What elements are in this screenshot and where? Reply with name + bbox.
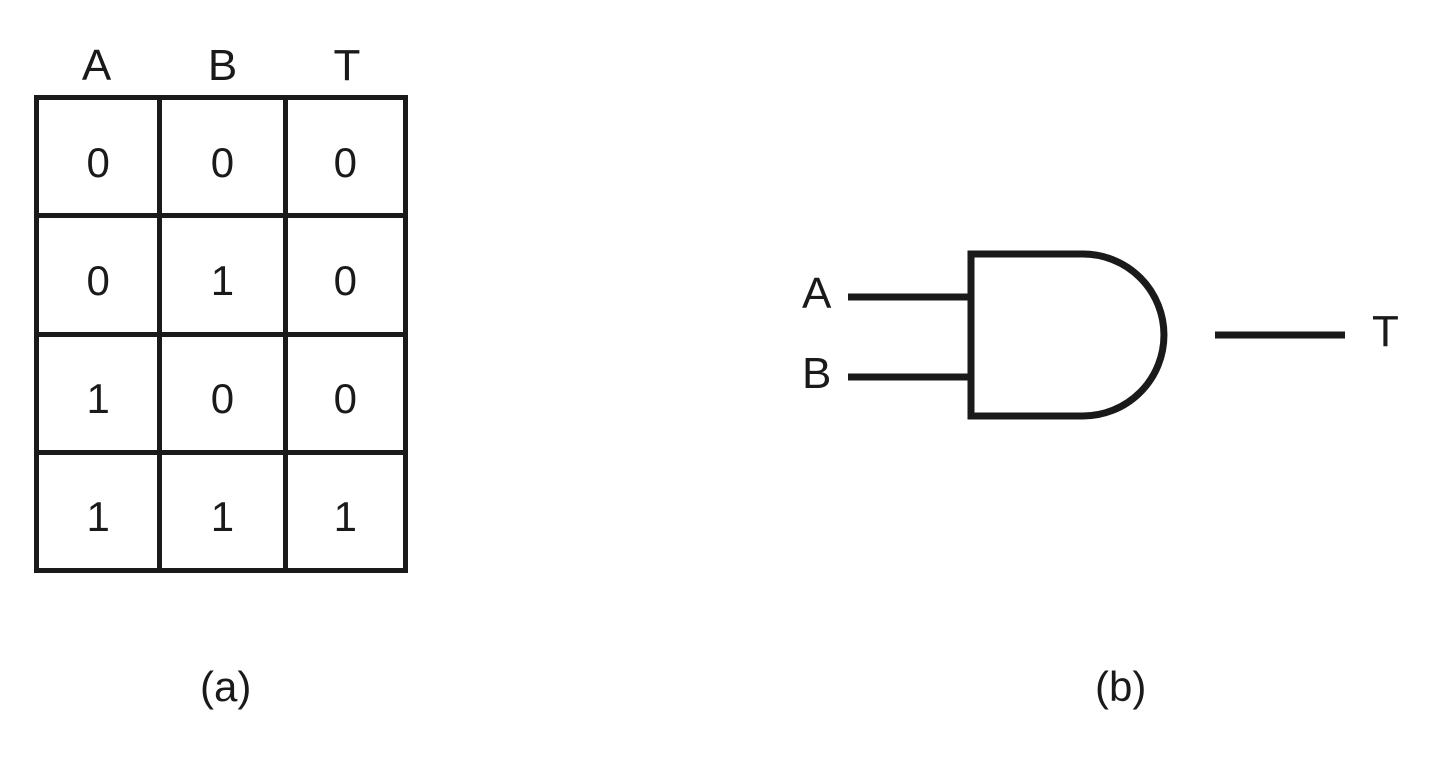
gate-input-label-a: A (802, 269, 832, 318)
cell-a: 1 (39, 336, 163, 450)
truth-table: 0 0 0 0 1 0 1 0 0 1 1 1 (34, 95, 408, 573)
and-gate-icon (848, 250, 1345, 420)
table-row: 1 0 0 (39, 336, 403, 455)
gate-input-label-b: B (802, 349, 832, 398)
table-row: 1 1 1 (39, 454, 403, 568)
gate-output-label-t: T (1372, 307, 1399, 356)
cell-a: 0 (39, 100, 163, 214)
table-row: 0 0 0 (39, 100, 403, 219)
cell-b: 0 (162, 100, 288, 214)
cell-t: 0 (333, 375, 357, 423)
cell-t: 1 (333, 493, 357, 541)
cell-b: 1 (162, 454, 288, 568)
truth-table-header-b: B (207, 41, 238, 90)
panel-a-truth-table: A B T 0 0 0 0 1 0 1 0 0 1 1 1 (0, 0, 480, 768)
cell-a: 1 (39, 454, 163, 568)
truth-table-header-t: T (333, 41, 361, 90)
and-gate-body (967, 250, 1168, 420)
table-row: 0 1 0 (39, 218, 403, 337)
cell-b: 1 (162, 218, 288, 332)
cell-t: 0 (333, 138, 357, 186)
truth-table-header-a: A (81, 41, 112, 90)
caption-b: (b) (1095, 663, 1147, 710)
truth-table-header-row: A B T (34, 32, 408, 90)
cell-t: 0 (333, 256, 357, 304)
caption-a: (a) (200, 663, 252, 710)
cell-b: 0 (162, 336, 288, 450)
cell-a: 0 (39, 218, 163, 332)
panel-b-gate-diagram: A B T (780, 0, 1452, 768)
